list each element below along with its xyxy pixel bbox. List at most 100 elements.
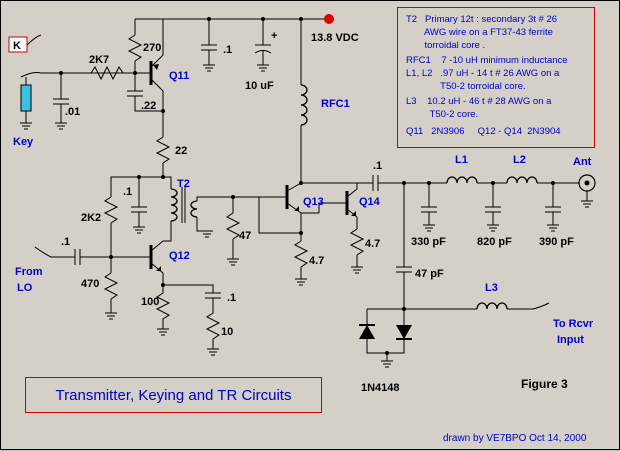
junction bbox=[299, 17, 303, 21]
c22-lead-2 bbox=[134, 96, 163, 112]
label-l3: L3 bbox=[485, 282, 498, 294]
rfc1-coil bbox=[300, 84, 308, 126]
q12-cap-wire bbox=[163, 284, 214, 293]
note-line: Q11 2N3906 Q12 - Q14 2N3904 bbox=[406, 126, 561, 137]
key-switch[interactable] bbox=[20, 84, 32, 112]
label-c1c: .1 bbox=[123, 186, 132, 198]
resistor-100 bbox=[155, 285, 171, 329]
diode-1 bbox=[359, 325, 375, 339]
lo-label-2: LO bbox=[17, 282, 33, 294]
lo-lead bbox=[34, 246, 75, 258]
q12-emitter bbox=[150, 262, 164, 274]
label-470: 470 bbox=[81, 278, 99, 290]
key-lead bbox=[20, 72, 135, 78]
label-100: 100 bbox=[141, 296, 159, 308]
label-cout: .1 bbox=[373, 160, 382, 172]
rcvr-label-1: To Rcvr bbox=[553, 318, 594, 330]
c01-ground bbox=[55, 122, 67, 130]
r100-ground bbox=[157, 328, 169, 336]
label-820: 820 pF bbox=[477, 236, 512, 248]
c1c-ground bbox=[133, 226, 145, 234]
label-22: 22 bbox=[175, 145, 187, 157]
q13-collector bbox=[286, 182, 302, 192]
label-47pf: 47 pF bbox=[415, 268, 444, 280]
label-plus: + bbox=[271, 30, 277, 42]
antenna-pin bbox=[584, 180, 590, 186]
label-l2: L2 bbox=[513, 154, 526, 166]
label-ant: Ant bbox=[573, 156, 592, 168]
diode-return bbox=[366, 339, 405, 354]
label-390: 390 pF bbox=[539, 236, 574, 248]
r47-ground bbox=[227, 258, 239, 266]
label-l1: L1 bbox=[455, 154, 468, 166]
supply-terminal[interactable] bbox=[324, 14, 334, 24]
q14-collector bbox=[346, 188, 358, 198]
junction bbox=[59, 71, 63, 75]
label-47: 47 bbox=[239, 230, 251, 242]
lo-label-1: From bbox=[15, 266, 43, 278]
label-270: 270 bbox=[143, 42, 161, 54]
c10uf-plate-b bbox=[254, 50, 272, 54]
junction bbox=[261, 17, 265, 21]
junction bbox=[231, 195, 235, 199]
label-c1f: .1 bbox=[227, 292, 236, 304]
ant-ground bbox=[581, 191, 593, 208]
r47a-ground bbox=[295, 278, 307, 286]
t2-prim-top bbox=[163, 176, 172, 189]
note-line: RFC1 7 -10 uH minimum inductance bbox=[406, 55, 568, 66]
resistor-47 bbox=[225, 212, 241, 240]
t2-ground bbox=[201, 230, 213, 238]
label-1n4148: 1N4148 bbox=[361, 382, 400, 394]
t2-secondary bbox=[190, 200, 198, 218]
note-line: L1, L2 .97 uH - 14 t # 26 AWG on a bbox=[406, 68, 560, 79]
c390-ground bbox=[547, 224, 559, 232]
r47b-ground bbox=[351, 266, 363, 274]
c330-ground bbox=[423, 224, 435, 232]
label-c01: .01 bbox=[65, 106, 80, 118]
resistor-22 bbox=[155, 136, 171, 164]
key-lead-top bbox=[26, 34, 42, 46]
q11-collector bbox=[150, 78, 164, 92]
q11-arrow bbox=[153, 64, 159, 70]
l2-coil bbox=[506, 176, 538, 184]
q14-base-wire bbox=[318, 202, 347, 213]
label-330: 330 pF bbox=[411, 236, 446, 248]
q13-arrow bbox=[294, 206, 299, 211]
note-line: T2 Primary 12t : secondary 3t # 26 bbox=[406, 14, 557, 25]
label-rfc1: RFC1 bbox=[321, 98, 350, 110]
t2-sec-bot bbox=[196, 217, 207, 232]
label-q11: Q11 bbox=[169, 70, 189, 82]
label-2k7: 2K7 bbox=[89, 54, 109, 66]
label-10: 10 bbox=[221, 326, 233, 338]
rcvr-label-2: Input bbox=[557, 334, 584, 346]
notes-box: T2 Primary 12t : secondary 3t # 26 AWG w… bbox=[397, 7, 595, 148]
junction bbox=[161, 109, 165, 113]
notes-text: T2 Primary 12t : secondary 3t # 26 AWG w… bbox=[406, 14, 568, 137]
label-4-7b: 4.7 bbox=[365, 238, 380, 250]
resistor-4-7b bbox=[349, 228, 365, 256]
l3-coil bbox=[476, 302, 508, 310]
key-ground bbox=[20, 122, 32, 130]
label-t2: T2 bbox=[177, 178, 190, 190]
c10uf-ground bbox=[257, 64, 269, 72]
title-box: Transmitter, Keying and TR Circuits bbox=[25, 377, 322, 413]
key-box-label: K bbox=[13, 40, 21, 52]
supply-label: 13.8 VDC bbox=[311, 32, 359, 44]
credit-text: drawn by VE7BPO Oct 14, 2000 bbox=[443, 433, 587, 444]
diode-2 bbox=[396, 325, 412, 339]
note-line: T50-2 torroidal core. bbox=[406, 81, 526, 92]
junction bbox=[207, 17, 211, 21]
figure-label: Figure 3 bbox=[521, 377, 568, 391]
t2-top-wire bbox=[110, 176, 163, 197]
q13-feedback bbox=[258, 197, 301, 234]
label-c1a: .1 bbox=[223, 44, 232, 56]
label-q12: Q12 bbox=[169, 250, 190, 262]
q13-emitter bbox=[286, 202, 302, 214]
diagram-title: Transmitter, Keying and TR Circuits bbox=[55, 386, 292, 404]
note-line: AWG wire on a FT37-43 ferrite bbox=[406, 27, 553, 38]
note-line: L3 10.2 uH - 46 t # 28 AWG on a bbox=[406, 96, 552, 107]
c820-ground bbox=[487, 224, 499, 232]
note-line: T50-2 core. bbox=[406, 109, 478, 120]
